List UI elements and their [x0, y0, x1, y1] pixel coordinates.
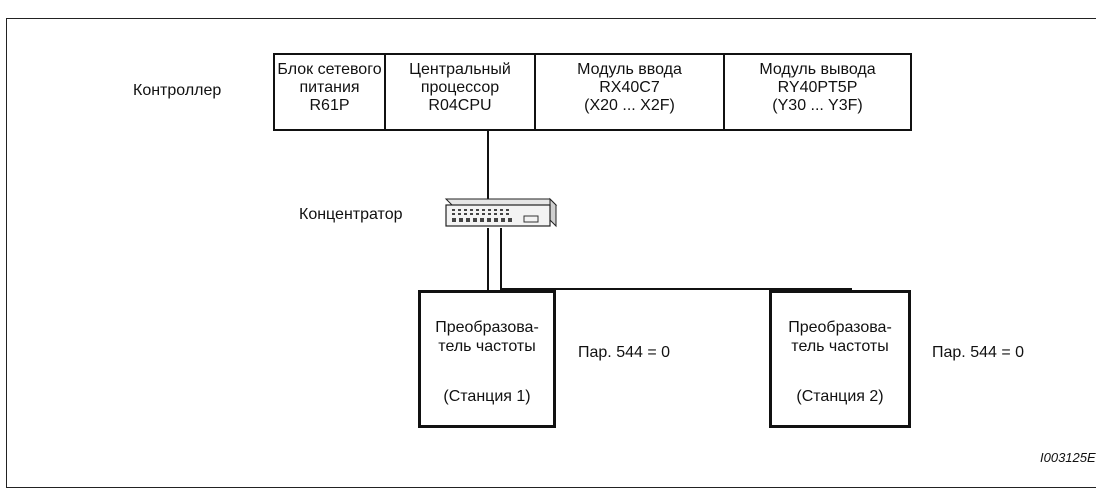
module-line: питания — [299, 79, 360, 96]
figure-code: I003125E — [1040, 450, 1096, 465]
module-input: Модуль ввода RX40C7 (X20 ... X2F) — [536, 53, 723, 131]
module-line: Центральный — [409, 61, 511, 78]
module-line: (X20 ... X2F) — [584, 97, 675, 114]
module-line: Модуль вывода — [759, 61, 876, 78]
module-line: RX40C7 — [599, 79, 660, 96]
module-line: Модуль ввода — [577, 61, 682, 78]
station-number: (Станция 2) — [796, 388, 884, 405]
module-line: процессор — [420, 79, 500, 96]
station-title-line: тель частоты — [791, 338, 889, 355]
module-line: (Y30 ... Y3F) — [772, 97, 863, 114]
station-title-line: Преобразова- — [788, 319, 892, 336]
station-2-box: Преобразова- тель частоты (Станция 2) — [769, 290, 911, 428]
module-line: R04CPU — [428, 97, 492, 114]
module-divider — [384, 53, 386, 131]
module-output: Модуль вывода RY40PT5P (Y30 ... Y3F) — [725, 53, 910, 131]
station-title-line: Преобразова- — [435, 319, 539, 336]
station-1-box: Преобразова- тель частоты (Станция 1) — [418, 290, 556, 428]
station-1-param: Пар. 544 = 0 — [578, 344, 671, 361]
controller-modules-box — [273, 53, 912, 131]
station-2-param: Пар. 544 = 0 — [932, 344, 1025, 361]
module-cpu: Центральный процессор R04CPU — [386, 53, 534, 131]
station-title-line: тель частоты — [438, 338, 536, 355]
hub-to-station2-cable — [500, 228, 852, 292]
hub-icon — [444, 197, 558, 228]
module-line: R61P — [309, 97, 350, 114]
hub-label: Концентратор — [299, 206, 403, 223]
module-divider — [534, 53, 536, 131]
station-number: (Станция 1) — [443, 388, 531, 405]
module-power-supply: Блок сетевого питания R61P — [275, 53, 384, 131]
module-line: Блок сетевого — [277, 61, 382, 78]
module-divider — [723, 53, 725, 131]
controller-label: Контроллер — [133, 82, 222, 99]
module-line: RY40PT5P — [777, 79, 858, 96]
